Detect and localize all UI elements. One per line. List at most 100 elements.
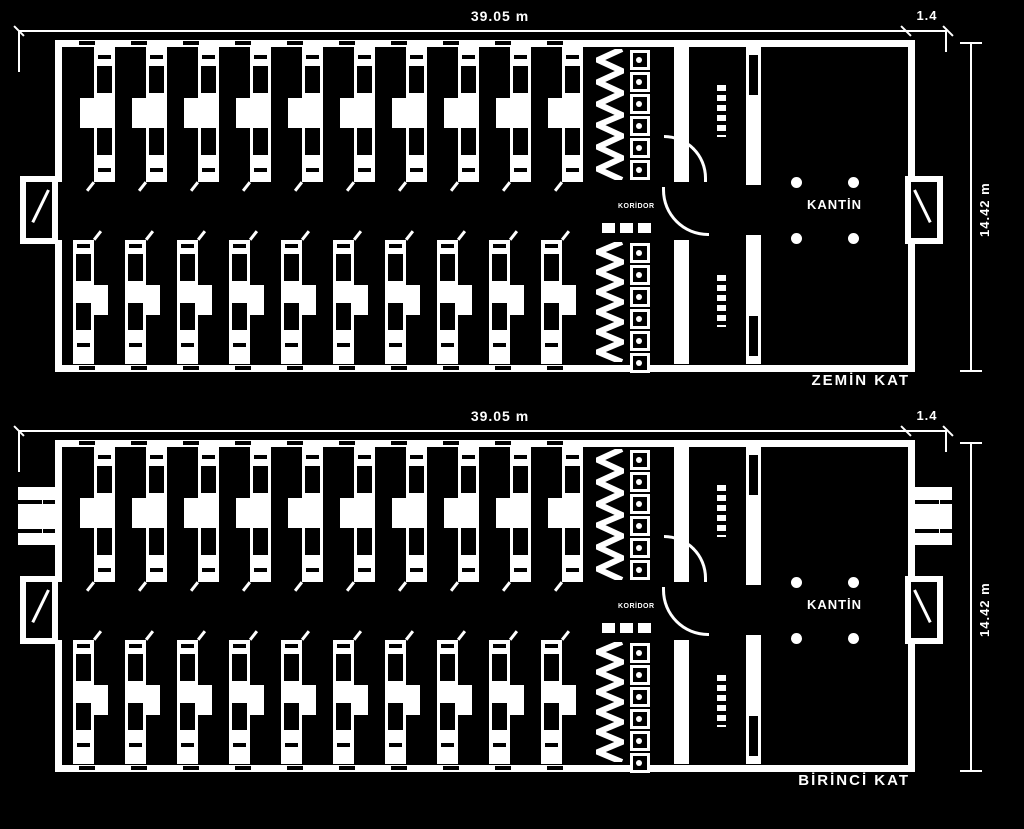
wall-opening (76, 654, 91, 681)
wall-opening (358, 568, 371, 572)
wall-opening (441, 343, 454, 347)
classroom-wall-strip (177, 240, 198, 364)
entrance-vestibule-right (905, 576, 943, 644)
service-room-marks (717, 85, 726, 137)
classroom-wall-strip (94, 447, 115, 582)
door-swing-mark (196, 630, 207, 641)
classroom-wall-strip (458, 47, 479, 182)
classroom-row-top (68, 441, 588, 592)
window-dash (183, 366, 199, 370)
classroom-row-top (68, 41, 588, 192)
dimension-tick (960, 442, 982, 444)
hall-wall-niche (749, 716, 758, 756)
wall-opening (492, 254, 507, 281)
classroom-module (380, 441, 432, 592)
hall-wall-niche (749, 316, 758, 356)
wall-opening (149, 66, 164, 93)
door-swing-mark (189, 181, 200, 192)
window-dash (495, 41, 511, 45)
side-dimension-line (960, 442, 982, 772)
wall-opening (493, 343, 506, 347)
classroom-wall-strip (73, 640, 94, 764)
window-dash (79, 766, 95, 770)
wall-opening (545, 244, 558, 248)
wall-opening (461, 66, 476, 93)
wc-stall (630, 72, 650, 92)
door-swing-mark (560, 230, 571, 241)
door-swing-mark (137, 181, 148, 192)
column-dot (791, 633, 802, 644)
wall-opening (566, 568, 579, 572)
door-swing-mark (85, 181, 96, 192)
wall-opening (254, 568, 267, 572)
wall-opening (150, 55, 163, 59)
wall-bulge (510, 685, 524, 715)
wall-opening (150, 568, 163, 572)
classroom-wall-strip (562, 47, 583, 182)
dimension-tick (900, 25, 912, 37)
wall-opening (180, 654, 195, 681)
wc-stall-column-top (630, 50, 652, 182)
wc-stall (630, 331, 650, 351)
wall-opening (202, 55, 215, 59)
wall-opening (462, 455, 475, 459)
wall-opening (440, 254, 455, 281)
classroom-wall-strip (354, 47, 375, 182)
wall-bulge (94, 285, 108, 315)
window-dash (495, 441, 511, 445)
hall-label: KANTİN (806, 197, 863, 212)
door-swing-mark (241, 181, 252, 192)
door-swing-mark (92, 230, 103, 241)
wall-opening (232, 703, 247, 730)
door-swing-mark (293, 181, 304, 192)
door-swing-mark (553, 181, 564, 192)
wall-bulge (340, 498, 354, 528)
wall-bulge (444, 98, 458, 128)
door-swing-mark (397, 581, 408, 592)
window-dash (79, 366, 95, 370)
wall-bulge (198, 285, 212, 315)
wall-opening (253, 466, 268, 493)
corridor-label: KORİDOR (618, 203, 655, 210)
entrance-vestibule-left (20, 576, 58, 644)
wall-opening (513, 66, 528, 93)
wall-opening (492, 303, 507, 330)
classroom-module (328, 230, 380, 370)
wall-opening (545, 644, 558, 648)
classroom-module (224, 41, 276, 192)
wall-opening (388, 303, 403, 330)
wall-opening (97, 128, 112, 155)
wall-bulge (496, 498, 510, 528)
classroom-row-bottom (68, 230, 588, 370)
dimension-extension (945, 30, 947, 52)
wall-opening (150, 168, 163, 172)
wall-opening (181, 743, 194, 747)
classroom-wall-strip (125, 240, 146, 364)
wall-opening (337, 644, 350, 648)
wall-opening (410, 55, 423, 59)
classroom-module (536, 230, 588, 370)
hall-wall-niche (749, 455, 758, 495)
wall-opening (181, 644, 194, 648)
classroom-module (172, 230, 224, 370)
wall-opening (357, 128, 372, 155)
door-swing-mark (449, 581, 460, 592)
wall-opening (285, 244, 298, 248)
window-dash (391, 366, 407, 370)
wall-opening (232, 303, 247, 330)
wall-opening (389, 743, 402, 747)
wall-opening (514, 568, 527, 572)
stair-tread (939, 528, 952, 533)
exterior-stair-left (18, 487, 55, 545)
window-dash (287, 766, 303, 770)
wc-stall (630, 287, 650, 307)
classroom-wall-strip (229, 640, 250, 764)
wall-opening (128, 303, 143, 330)
window-dash (547, 766, 563, 770)
wall-opening (336, 654, 351, 681)
window-dash (391, 766, 407, 770)
wall-opening (181, 343, 194, 347)
wall-bulge (458, 685, 472, 715)
wall-opening (461, 466, 476, 493)
classroom-module (536, 41, 588, 192)
